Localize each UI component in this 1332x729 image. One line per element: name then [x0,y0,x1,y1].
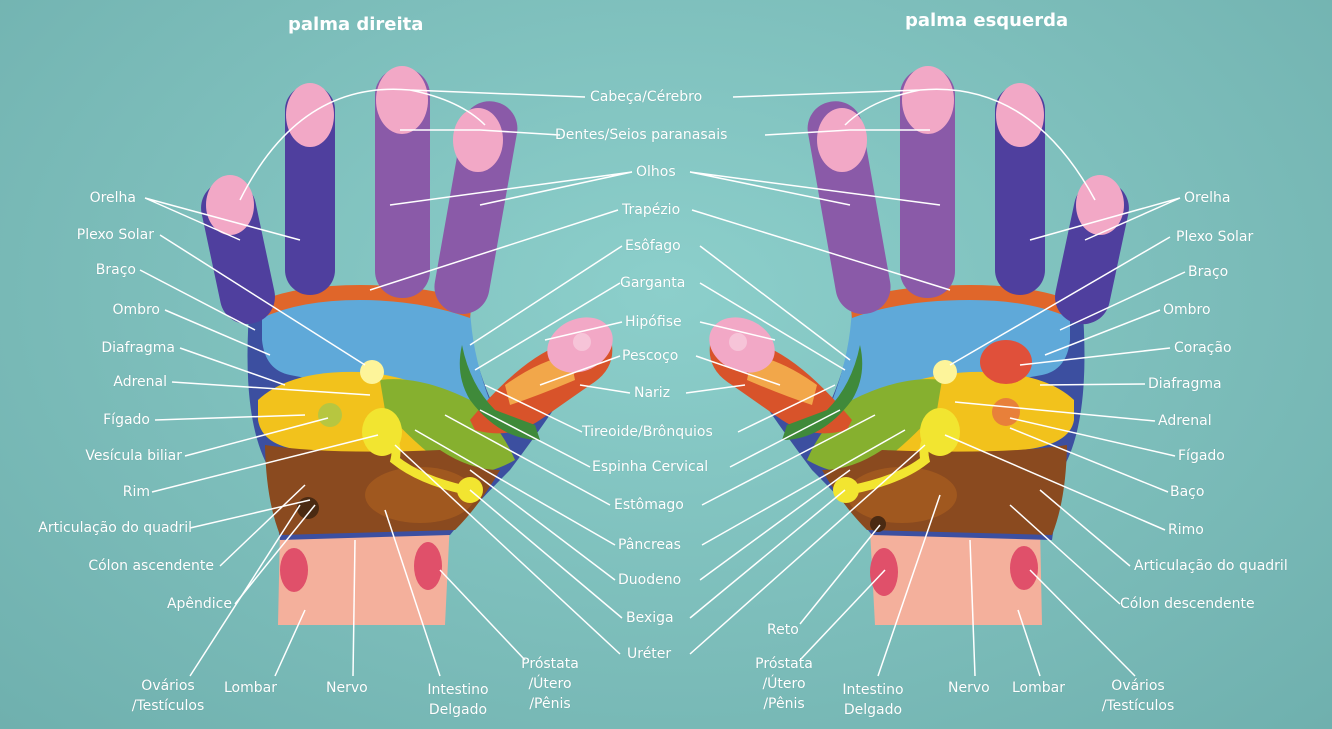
left-bladder [833,477,859,503]
left-heart [980,340,1032,384]
label-intestino-delgado-left: Intestino Delgado [413,682,503,718]
label-olhos: Olhos [636,164,676,180]
left-index-tip [817,108,867,172]
label-rimo: Rimo [1168,522,1204,538]
label-diafragma-left: Diafragma [101,340,175,356]
label-prostata-left-line2: /Útero [508,676,592,692]
label-baco: Baço [1170,484,1204,500]
right-wrist-spot-right [414,542,442,590]
label-ovarios-left: Ovários /Testículos [118,678,218,714]
right-gallbladder [318,403,342,427]
label-prostata-left: Próstata /Útero /Pênis [508,656,592,712]
label-plexo-solar-right: Plexo Solar [1176,229,1253,245]
label-intestino-left-line1: Intestino [413,682,503,698]
left-palm-title: palma esquerda [905,10,1068,31]
left-rectum-dot [870,516,886,532]
label-espinha-cervical: Espinha Cervical [592,459,708,475]
label-pancreas: Pâncreas [618,537,681,553]
label-garganta: Garganta [620,275,685,291]
label-adrenal-left: Adrenal [113,374,167,390]
label-braco-left: Braço [96,262,136,278]
label-articulacao-quadril-right: Articulação do quadril [1134,558,1288,574]
label-duodeno: Duodeno [618,572,681,588]
label-ovarios-right: Ovários /Testículos [1088,678,1188,714]
label-intestino-right-line2: Delgado [828,702,918,718]
label-colon-descendente: Cólon descendente [1120,596,1255,612]
label-prostata-left-line1: Próstata [508,656,592,672]
label-figado-left: Fígado [103,412,150,428]
label-articulacao-quadril-left: Articulação do quadril [38,520,192,536]
label-bexiga: Bexiga [626,610,674,626]
left-pituitary-dot [729,333,747,351]
label-plexo-solar-left: Plexo Solar [77,227,154,243]
label-ombro-left: Ombro [112,302,160,318]
label-estomago: Estômago [614,497,684,513]
label-rim-left: Rim [123,484,150,500]
label-orelha-right: Orelha [1184,190,1230,206]
label-colon-ascendente: Cólon ascendente [88,558,214,574]
left-ring-tip [996,83,1044,147]
label-ovarios-left-line1: Ovários [118,678,218,694]
label-ovarios-right-line2: /Testículos [1088,698,1188,714]
right-wrist-spot-left [280,548,308,592]
left-middle-tip [902,66,954,134]
right-kidney [362,408,402,456]
label-braco-right: Braço [1188,264,1228,280]
label-pescoco: Pescoço [622,348,678,364]
right-index-tip [453,108,503,172]
label-reto: Reto [767,622,799,638]
label-nervo-left: Nervo [326,680,368,696]
label-prostata-right: Próstata /Útero /Pênis [742,656,826,712]
left-spleen [992,398,1020,426]
label-trapezio: Trapézio [622,202,680,218]
label-lombar-left: Lombar [224,680,277,696]
label-ovarios-right-line1: Ovários [1088,678,1188,694]
right-palm-title: palma direita [288,14,423,35]
label-esofago: Esôfago [625,238,681,254]
label-ureter: Uréter [627,646,671,662]
label-adrenal-right: Adrenal [1158,413,1212,429]
label-nariz: Nariz [634,385,670,401]
label-hipofise: Hipófise [625,314,682,330]
left-kidney [920,408,960,456]
label-tireoide-bronquios: Tireoide/Brônquios [582,424,713,440]
label-coracao: Coração [1174,340,1232,356]
label-prostata-left-line3: /Pênis [508,696,592,712]
right-middle-tip [376,66,428,134]
label-lombar-right: Lombar [1012,680,1065,696]
label-prostata-right-line3: /Pênis [742,696,826,712]
label-intestino-left-line2: Delgado [413,702,503,718]
label-nervo-right: Nervo [948,680,990,696]
label-cabeca-cerebro: Cabeça/Cérebro [590,89,702,105]
label-ovarios-left-line2: /Testículos [118,698,218,714]
label-vesicula-biliar: Vesícula biliar [85,448,182,464]
right-pituitary-dot [573,333,591,351]
label-apendice: Apêndice [167,596,232,612]
label-figado-right: Fígado [1178,448,1225,464]
label-diafragma-right: Diafragma [1148,376,1222,392]
label-intestino-delgado-right: Intestino Delgado [828,682,918,718]
label-dentes-seios: Dentes/Seios paranasais [555,127,727,143]
label-orelha-left: Orelha [90,190,136,206]
left-wrist-spot-right [1010,546,1038,590]
right-palm-hand [196,66,622,625]
label-prostata-right-line2: /Útero [742,676,826,692]
label-prostata-right-line1: Próstata [742,656,826,672]
label-ombro-right: Ombro [1163,302,1211,318]
label-intestino-right-line1: Intestino [828,682,918,698]
